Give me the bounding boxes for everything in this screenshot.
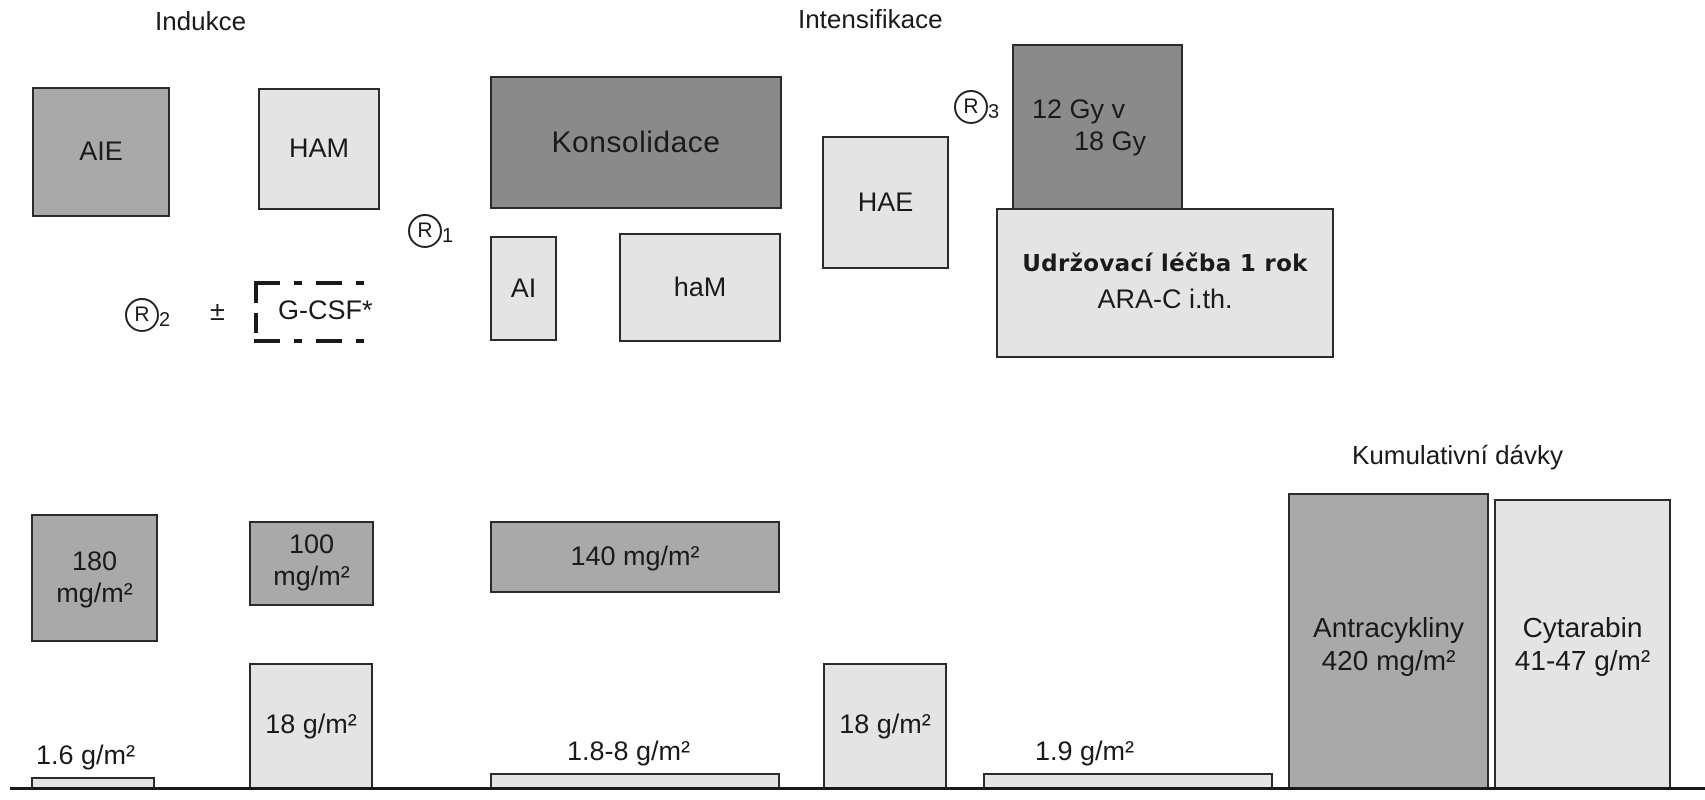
anthracycline-dose-aie-value: 180 [71,546,118,577]
baseline-axis [10,787,1705,790]
randomization-2-index: 2 [159,309,171,332]
anthracycline-dose-consolidation-value: 140 mg/m² [570,541,700,572]
cytarabine-dose-ham-value: 18 g/m² [265,709,357,739]
block-aie-label: AIE [79,136,123,167]
block-hae: HAE [822,136,949,269]
plus-minus-sign: ± [210,296,225,326]
cumulative-cytarabine-value: 41-47 g/m² [1514,645,1651,677]
block-consolidation-label: Konsolidace [551,125,721,159]
randomization-2-icon: R [125,298,159,332]
anthracycline-dose-consolidation: 140 mg/m² [490,521,780,593]
block-maintenance: Udržovací léčba 1 rok ARA-C i.th. [996,208,1334,358]
anthracycline-dose-ham: 100 mg/m² [249,521,374,606]
cytarabine-dose-ham-bar: 18 g/m² [249,663,373,789]
maintenance-subtitle: ARA-C i.th. [1097,283,1233,314]
block-ham: HAM [258,88,380,210]
cytarabine-dose-consolidation-value: 1.8-8 g/m² [567,736,691,766]
anthracycline-dose-ham-value: 100 [288,529,335,559]
heading-intensification: Intensifikace [798,4,943,34]
block-ham-small-label: haM [673,271,727,302]
anthracycline-dose-ham-unit: mg/m² [273,560,350,591]
block-gcsf-optional: G-CSF* [254,281,373,343]
anthracycline-dose-aie: 180 mg/m² [31,514,158,642]
cytarabine-dose-maintenance-value: 1.9 g/m² [1035,736,1135,766]
cumulative-anthracyclines-value: 420 mg/m² [1321,645,1456,677]
maintenance-title: Udržovací léčba 1 rok [1022,250,1308,277]
cytarabine-dose-hae-bar: 18 g/m² [823,663,947,789]
cumulative-cytarabine-label: Cytarabin [1522,612,1643,643]
heading-cumulative-doses: Kumulativní dávky [1352,440,1563,470]
radiation-dose-line1: 12 Gy v [1032,94,1126,124]
radiation-dose-line2: 18 Gy [1074,125,1147,156]
block-ai: AI [490,236,557,341]
anthracycline-dose-aie-unit: mg/m² [56,578,133,608]
block-hae-label: HAE [857,186,914,217]
block-aie: AIE [32,87,170,217]
cytarabine-dose-hae-value: 18 g/m² [839,709,931,739]
block-ham-small: haM [619,233,781,342]
cumulative-anthracyclines-label: Antracykliny [1313,612,1464,643]
heading-induction: Indukce [155,6,247,36]
block-consolidation: Konsolidace [490,76,782,209]
cumulative-anthracyclines-bar: Antracykliny 420 mg/m² [1288,493,1489,789]
randomization-1-icon: R [408,214,442,248]
block-ham-label: HAM [289,133,349,164]
cytarabine-dose-aie-value: 1.6 g/m² [36,740,136,770]
dashed-border-icon [254,281,368,343]
gcsf-label: G-CSF* [278,295,373,325]
block-cranial-radiation: 12 Gy v 18 Gy [1012,44,1183,210]
randomization-3-icon: R [954,90,988,124]
randomization-3-index: 3 [988,101,1000,124]
randomization-1-index: 1 [442,225,454,248]
block-ai-label: AI [510,272,537,303]
cumulative-cytarabine-bar: Cytarabin 41-47 g/m² [1494,499,1671,789]
